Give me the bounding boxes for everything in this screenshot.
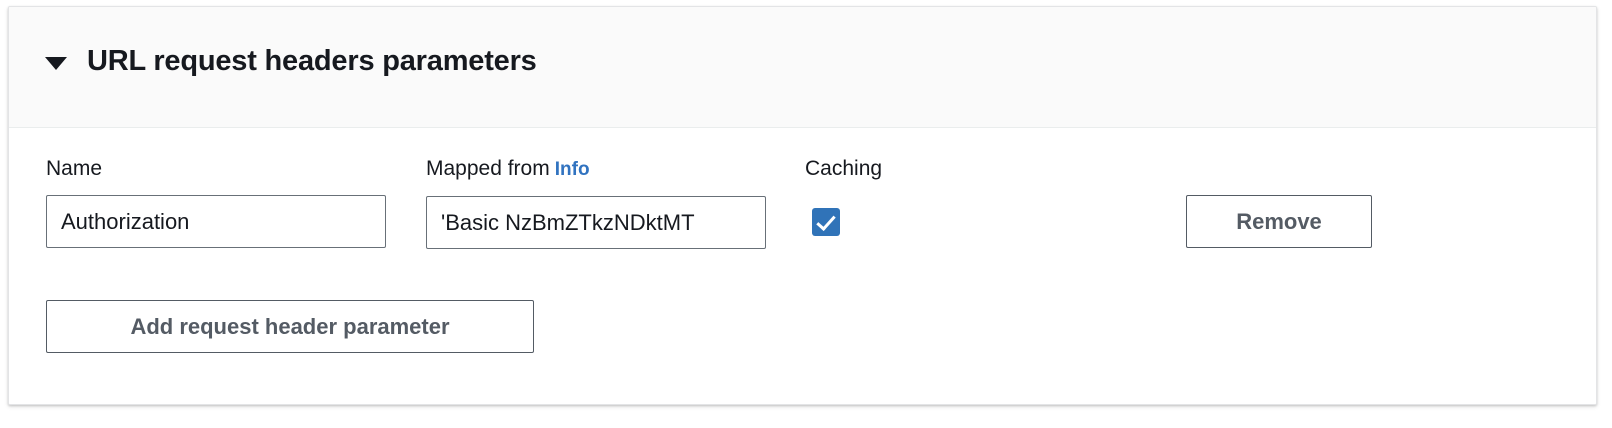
url-request-headers-parameters-panel: URL request headers parameters Name Mapp…	[8, 6, 1597, 405]
column-name: Name	[46, 156, 386, 248]
mapped-from-label-text: Mapped from	[426, 157, 550, 180]
mapped-from-input[interactable]	[426, 196, 766, 249]
info-link[interactable]: Info	[554, 159, 590, 180]
column-actions: Remove	[1186, 156, 1372, 248]
remove-button[interactable]: Remove	[1186, 195, 1372, 248]
column-caching: Caching	[805, 156, 882, 248]
caching-checkbox[interactable]	[812, 207, 840, 236]
name-label: Name	[46, 157, 103, 180]
actions-label-spacer	[1186, 156, 1372, 181]
caching-label: Caching	[805, 157, 883, 180]
add-request-header-parameter-button[interactable]: Add request header parameter	[46, 300, 534, 353]
caching-checkbox-wrap	[805, 195, 882, 248]
panel-header[interactable]: URL request headers parameters	[9, 7, 1596, 128]
name-input[interactable]	[46, 195, 386, 248]
panel-header-content: URL request headers parameters	[45, 45, 537, 78]
page-title: URL request headers parameters	[87, 45, 537, 77]
triangle-down-icon[interactable]	[45, 57, 67, 70]
